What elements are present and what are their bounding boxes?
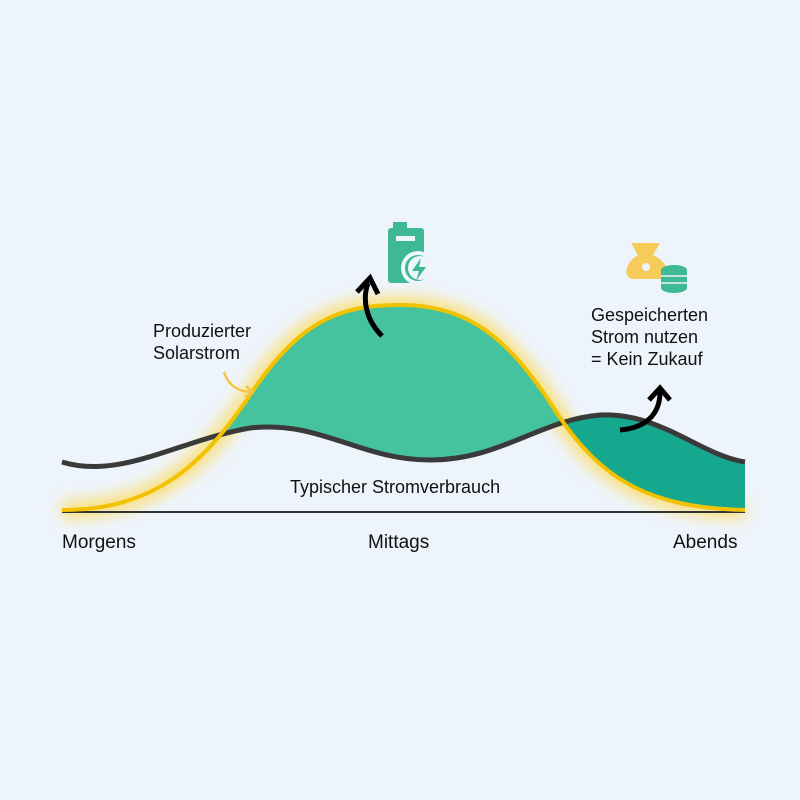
- battery-charging-icon: [388, 222, 435, 285]
- money-bag-coins-icon: [626, 243, 687, 293]
- discharge-arrow-icon: [619, 384, 672, 433]
- consumption-label: Typischer Stromverbrauch: [290, 477, 501, 497]
- stored-label: Gespeicherten Strom nutzen = Kein Zukauf: [591, 304, 708, 370]
- small-arrow-icon: [222, 371, 253, 394]
- charge-arrow-icon: [355, 273, 384, 338]
- axis-label-evening: Abends: [673, 532, 738, 553]
- solar-label: Produzierter Solarstrom: [153, 320, 251, 364]
- solar-label-line: Produzierter: [153, 321, 252, 341]
- solar-curve: [61, 302, 746, 512]
- consumption-curve: [61, 412, 746, 470]
- stored-label-line: Strom nutzen: [591, 327, 699, 347]
- stored-label-line: Gespeicherten: [591, 305, 709, 325]
- axis-label-noon: Mittags: [368, 532, 430, 553]
- solar-label-line: Solarstrom: [153, 343, 241, 363]
- stored-label-line: = Kein Zukauf: [591, 349, 703, 369]
- axis-label-morning: Morgens: [62, 532, 136, 553]
